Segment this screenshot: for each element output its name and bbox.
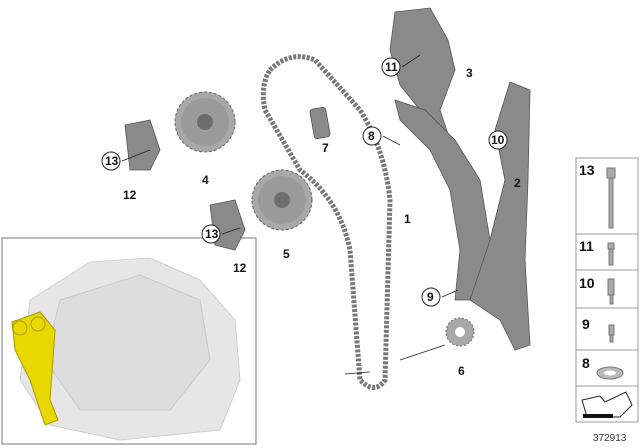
callout-6: 6: [458, 364, 465, 378]
bolt-10-icon: [607, 278, 615, 296]
slide-rail: [394, 99, 491, 301]
legend-10: 10: [579, 275, 595, 291]
tensioner-rail: [459, 81, 531, 351]
callout-12b: 12: [233, 261, 247, 275]
parts-legend: 13 11 10 9 8: [575, 157, 639, 423]
callout-12a: 12: [123, 188, 137, 202]
chain-tensioner: [309, 106, 331, 140]
callout-10: 10: [491, 133, 505, 147]
timing-chain-highlight: [11, 311, 59, 426]
callout-8: 8: [368, 129, 375, 143]
legend-13: 13: [579, 162, 595, 178]
legend-9: 9: [582, 316, 590, 332]
crank-sprocket: [445, 317, 475, 347]
callout-1: 1: [404, 212, 411, 226]
legend-8: 8: [582, 355, 590, 371]
vanos-intake: [174, 91, 236, 153]
callout-13b: 13: [205, 227, 219, 241]
vanos-exhaust: [251, 169, 313, 231]
engine-inset: [1, 237, 257, 445]
timing-chain: [260, 54, 393, 390]
callout-11: 11: [385, 60, 398, 74]
bolt-11-icon: [607, 242, 615, 250]
callout-3: 3: [466, 66, 473, 80]
leader-lines: [121, 54, 459, 375]
callout-labels: 1 2 3 4 5 6 7 8 9 10 11 12 12 13 13: [101, 57, 521, 378]
callout-7: 7: [322, 141, 329, 155]
image-number: 372913: [593, 433, 627, 444]
callout-4: 4: [202, 173, 209, 187]
callout-5: 5: [283, 247, 290, 261]
callout-13a: 13: [105, 154, 119, 168]
callout-2: 2: [514, 176, 521, 190]
callout-9: 9: [427, 290, 434, 304]
trigger-wheel-a: [124, 119, 161, 171]
bolt-13-icon: [606, 167, 616, 179]
pin-9-icon: [608, 324, 615, 336]
legend-11: 11: [579, 238, 594, 254]
